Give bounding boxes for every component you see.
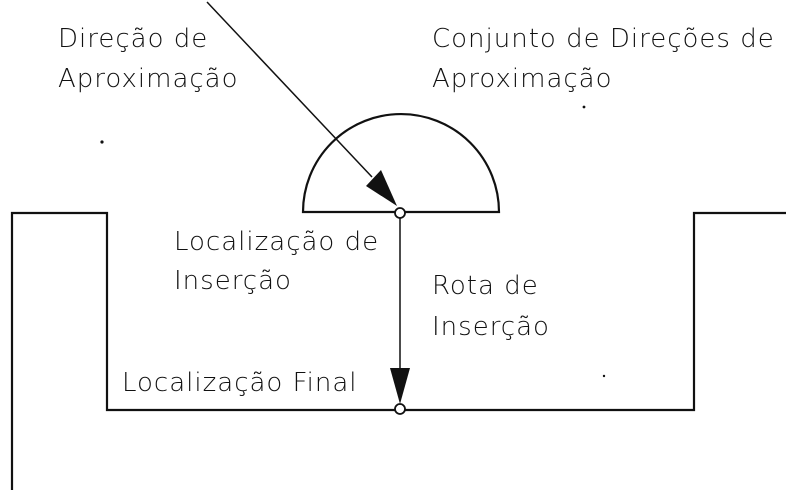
insertion-route-arrowhead: [390, 368, 410, 404]
approach-set-label-line2: Aproximação: [432, 64, 613, 94]
insertion-location-point: [394, 207, 406, 219]
insertion-route-label-line1: Rota de: [432, 271, 539, 301]
insertion-route-label-line2: Inserção: [432, 312, 550, 342]
part-outline-left: [10, 211, 400, 490]
final-location-point: [394, 403, 406, 415]
scan-dot: [100, 140, 104, 144]
approach-direction-arrowhead: [366, 170, 397, 206]
approach-set-label-line1: Conjunto de Direções de: [432, 24, 775, 54]
final-location-label: Localização Final: [122, 368, 358, 398]
approach-direction-label-line1: Direção de: [58, 24, 208, 54]
approach-direction-line: [206, 1, 373, 178]
insertion-location-label-line2: Inserção: [174, 266, 292, 296]
approach-set-semicircle: [301, 112, 501, 214]
part-outline-right: [400, 211, 786, 412]
scan-dot: [602, 374, 606, 378]
insertion-location-label-line1: Localização de: [174, 227, 379, 257]
scan-dot: [582, 105, 586, 109]
approach-direction-label-line2: Aproximação: [58, 64, 239, 94]
